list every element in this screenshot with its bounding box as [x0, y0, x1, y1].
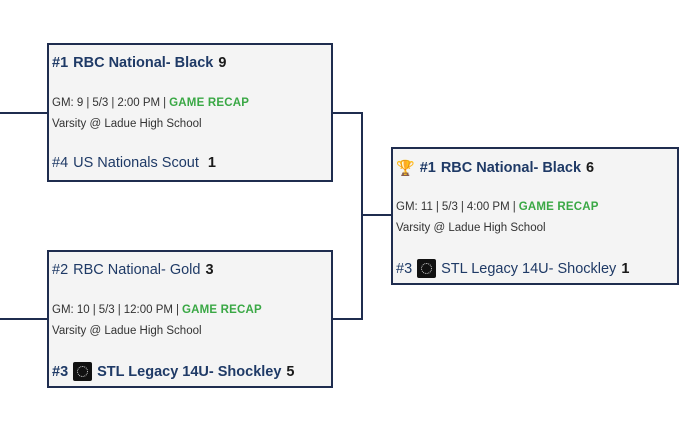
team-row[interactable]: #4 US Nationals Scout 1 — [52, 155, 216, 171]
game-card: #1 RBC National- Black 9 GM: 9|5/3|2:00 … — [47, 43, 333, 182]
game-info: GM: 11|5/3|4:00 PM|GAME RECAP — [396, 201, 599, 213]
game-card: 🏆 #1 RBC National- Black 6 GM: 11|5/3|4:… — [391, 147, 679, 285]
game-recap-link[interactable]: GAME RECAP — [181, 304, 262, 316]
team-row[interactable]: #3 STL Legacy 14U- Shockley 1 — [396, 259, 629, 278]
team-name[interactable]: RBC National- Black — [73, 55, 214, 71]
team-row-winner[interactable]: #3 STL Legacy 14U- Shockley 5 — [52, 362, 295, 381]
seed-label: #2 — [52, 262, 69, 278]
team-score: 1 — [621, 260, 630, 277]
seed-label: #4 — [52, 155, 69, 171]
seed-label: #1 — [419, 160, 436, 176]
game-time: 2:00 PM — [117, 97, 161, 109]
game-recap-link[interactable]: GAME RECAP — [169, 97, 250, 109]
team-score: 6 — [586, 160, 595, 176]
seed-label: #3 — [396, 260, 413, 277]
game-info: GM: 9|5/3|2:00 PM|GAME RECAP — [52, 97, 250, 109]
seed-label: #1 — [52, 55, 69, 71]
team-row[interactable]: #2 RBC National- Gold 3 — [52, 262, 214, 278]
team-row-winner[interactable]: 🏆 #1 RBC National- Black 6 — [396, 159, 594, 177]
bracket-line — [333, 318, 363, 320]
team-name[interactable]: STL Legacy 14U- Shockley — [97, 363, 282, 380]
trophy-icon: 🏆 — [396, 160, 415, 177]
game-info: GM: 10|5/3|12:00 PM|GAME RECAP — [52, 304, 262, 316]
bracket-line — [333, 112, 363, 114]
team-score: 5 — [286, 363, 295, 380]
team-score: 9 — [218, 55, 227, 71]
game-date: 5/3 — [92, 97, 109, 109]
game-time: 4:00 PM — [466, 201, 510, 213]
game-number: GM: 10 — [52, 304, 90, 316]
game-time: 12:00 PM — [123, 304, 173, 316]
team-logo-icon — [73, 362, 93, 381]
game-location: Varsity @ Ladue High School — [396, 222, 546, 234]
game-date: 5/3 — [441, 201, 458, 213]
game-card: #2 RBC National- Gold 3 GM: 10|5/3|12:00… — [47, 250, 333, 388]
team-score: 1 — [207, 155, 216, 171]
game-number: GM: 11 — [396, 201, 433, 213]
team-name[interactable]: STL Legacy 14U- Shockley — [441, 260, 617, 277]
game-date: 5/3 — [98, 304, 115, 316]
game-location: Varsity @ Ladue High School — [52, 325, 202, 337]
team-name[interactable]: US Nationals Scout — [73, 155, 199, 171]
team-score: 3 — [205, 262, 214, 278]
game-number: GM: 9 — [52, 97, 84, 109]
seed-label: #3 — [52, 363, 69, 380]
bracket-line — [0, 112, 48, 114]
team-name[interactable]: RBC National- Gold — [73, 262, 201, 278]
bracket-line — [0, 318, 48, 320]
game-recap-link[interactable]: GAME RECAP — [518, 201, 599, 213]
team-name[interactable]: RBC National- Black — [440, 160, 582, 176]
team-logo-icon — [417, 259, 437, 278]
bracket-line — [361, 214, 392, 216]
bracket-line — [361, 112, 363, 320]
team-row-winner[interactable]: #1 RBC National- Black 9 — [52, 55, 226, 71]
game-location: Varsity @ Ladue High School — [52, 118, 202, 130]
